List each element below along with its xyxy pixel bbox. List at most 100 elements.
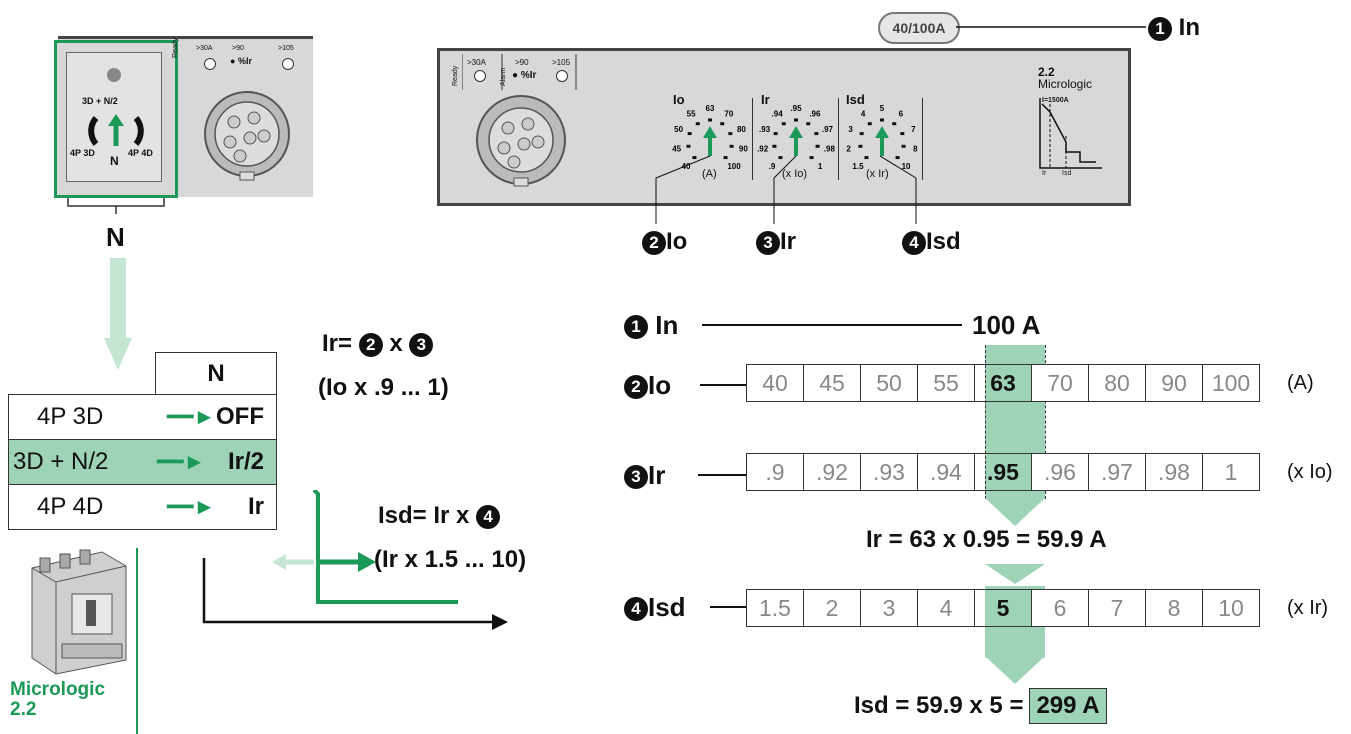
led-90-label: >90 (515, 58, 529, 67)
dial-ir[interactable]: .9.92.93.94.95.96.97.981 (754, 104, 838, 174)
isd-option-cell[interactable]: 8 (1145, 589, 1203, 627)
neutral-table: 4P 3D ━━► OFF 3D + N/2 ━━► Ir/2 4P 4D ━━… (8, 394, 277, 530)
in-row-label: 1 In (624, 310, 678, 341)
brand-label: 2.2 Micrologic (1038, 65, 1093, 91)
num-2-icon: 2 (358, 332, 383, 357)
in-row-line (702, 324, 962, 326)
isd-option-cell[interactable]: 7 (1088, 589, 1146, 627)
ir-option-cell[interactable]: 1 (1202, 453, 1260, 491)
dial-tick-label: 90 (739, 145, 748, 154)
dial-tick-mark (895, 156, 900, 160)
io-unit: (A) (1287, 372, 1314, 394)
io-option-cell[interactable]: 90 (1145, 364, 1203, 402)
neutral-row-4p4d: 4P 4D ━━► Ir (8, 485, 277, 530)
highlight-dash-left (985, 345, 986, 499)
neutral-row-4p3d: 4P 3D ━━► OFF (8, 394, 277, 440)
io-option-cell[interactable]: 40 (746, 364, 804, 402)
dial-tick-mark (900, 132, 905, 136)
test-connector (476, 95, 566, 187)
dial-pointer-head (789, 126, 803, 138)
ir-option-cell[interactable]: .97 (1088, 453, 1146, 491)
ir-option-cell[interactable]: .9 (746, 453, 804, 491)
num-2-icon: 2 (642, 230, 666, 255)
dial-tick-label: 10 (902, 162, 911, 171)
left-led-pct-ir: ● %Ir (230, 56, 252, 66)
dial-tick-mark (687, 132, 692, 136)
dial-tick-mark (729, 144, 734, 148)
io-option-cell[interactable]: 55 (917, 364, 975, 402)
ir-option-cell[interactable]: .92 (803, 453, 861, 491)
num-4-icon: 4 (476, 504, 501, 529)
isd-option-cell[interactable]: 3 (860, 589, 918, 627)
left-led-ready-label: Ready (172, 37, 179, 58)
io-row-line (700, 384, 746, 386)
dial-tick-label: 80 (737, 125, 746, 134)
green-arrow-icon: ━━► (167, 404, 216, 429)
dial-tick-mark (728, 132, 733, 136)
dial-tick-label: .9 (769, 162, 776, 171)
io-option-cell[interactable]: 70 (1031, 364, 1089, 402)
dial-tick-label: 8 (913, 145, 918, 154)
led-30a-label: >30A (467, 58, 486, 67)
led-105-label: >105 (552, 58, 571, 67)
neutral-selector-knob[interactable] (86, 106, 146, 156)
selector-label-n: N (110, 154, 119, 168)
ir-option-cell[interactable]: .95 (974, 453, 1032, 491)
isd-option-cell[interactable]: 6 (1031, 589, 1089, 627)
led-30a (474, 70, 486, 82)
ir-formula: Ir= 2 x 3 (322, 330, 434, 358)
dial-isd-unit: (x Ir) (866, 168, 889, 180)
left-test-connector (204, 91, 290, 181)
dial-tick-label: 55 (687, 110, 696, 119)
dial-tick-label: 100 (727, 162, 741, 171)
dial-tick-mark (695, 122, 700, 126)
curve-label: I=1500A (1042, 97, 1069, 104)
flow-down-arrow-2 (985, 564, 1045, 584)
isd-option-cell[interactable]: 10 (1202, 589, 1260, 627)
io-option-cell[interactable]: 100 (1202, 364, 1260, 402)
ir-option-cell[interactable]: .94 (917, 453, 975, 491)
dial-tick-mark (772, 144, 777, 148)
dial-tick-mark (723, 156, 728, 160)
io-option-cell[interactable]: 50 (860, 364, 918, 402)
isd-option-cell[interactable]: 4 (917, 589, 975, 627)
isd-option-cell[interactable]: 2 (803, 589, 861, 627)
dial-tick-mark (773, 132, 778, 136)
dial-tick-mark (814, 132, 819, 136)
isd-option-cell[interactable]: 5 (974, 589, 1032, 627)
io-option-cell[interactable]: 80 (1088, 364, 1146, 402)
dial-tick-mark (859, 132, 864, 136)
io-option-cell[interactable]: 45 (803, 364, 861, 402)
isd-option-cell[interactable]: 1.5 (746, 589, 804, 627)
dial-divider-1 (752, 98, 753, 180)
left-led-105 (282, 58, 294, 70)
dial-tick-label: 5 (880, 104, 885, 113)
dial-tick-label: .94 (772, 110, 784, 119)
dial-callout-lines (655, 155, 917, 224)
num-2-icon: 2 (624, 375, 648, 400)
dial-tick-label: 63 (706, 104, 715, 113)
dial-pointer-head (703, 126, 717, 138)
dial-ir-title: Ir (761, 92, 770, 107)
dial-pointer-head (875, 126, 889, 138)
down-arrow-light (104, 258, 132, 370)
dial-tick-mark (778, 156, 783, 160)
dial-tick-mark (815, 144, 820, 148)
dial-tick-mark (806, 122, 811, 126)
curve-x2-label: Isd (1062, 170, 1072, 177)
dial-tick-mark (708, 118, 712, 122)
ir-option-cell[interactable]: .93 (860, 453, 918, 491)
io-option-cell[interactable]: 63 (974, 364, 1032, 402)
neutral-table-header: N (155, 352, 277, 394)
ir-option-cell[interactable]: .98 (1145, 453, 1203, 491)
flow-down-arrow-3 (985, 656, 1045, 684)
ir-option-cell[interactable]: .96 (1031, 453, 1089, 491)
dial-io-unit: (A) (702, 168, 717, 180)
dial-divider-2 (838, 98, 839, 180)
